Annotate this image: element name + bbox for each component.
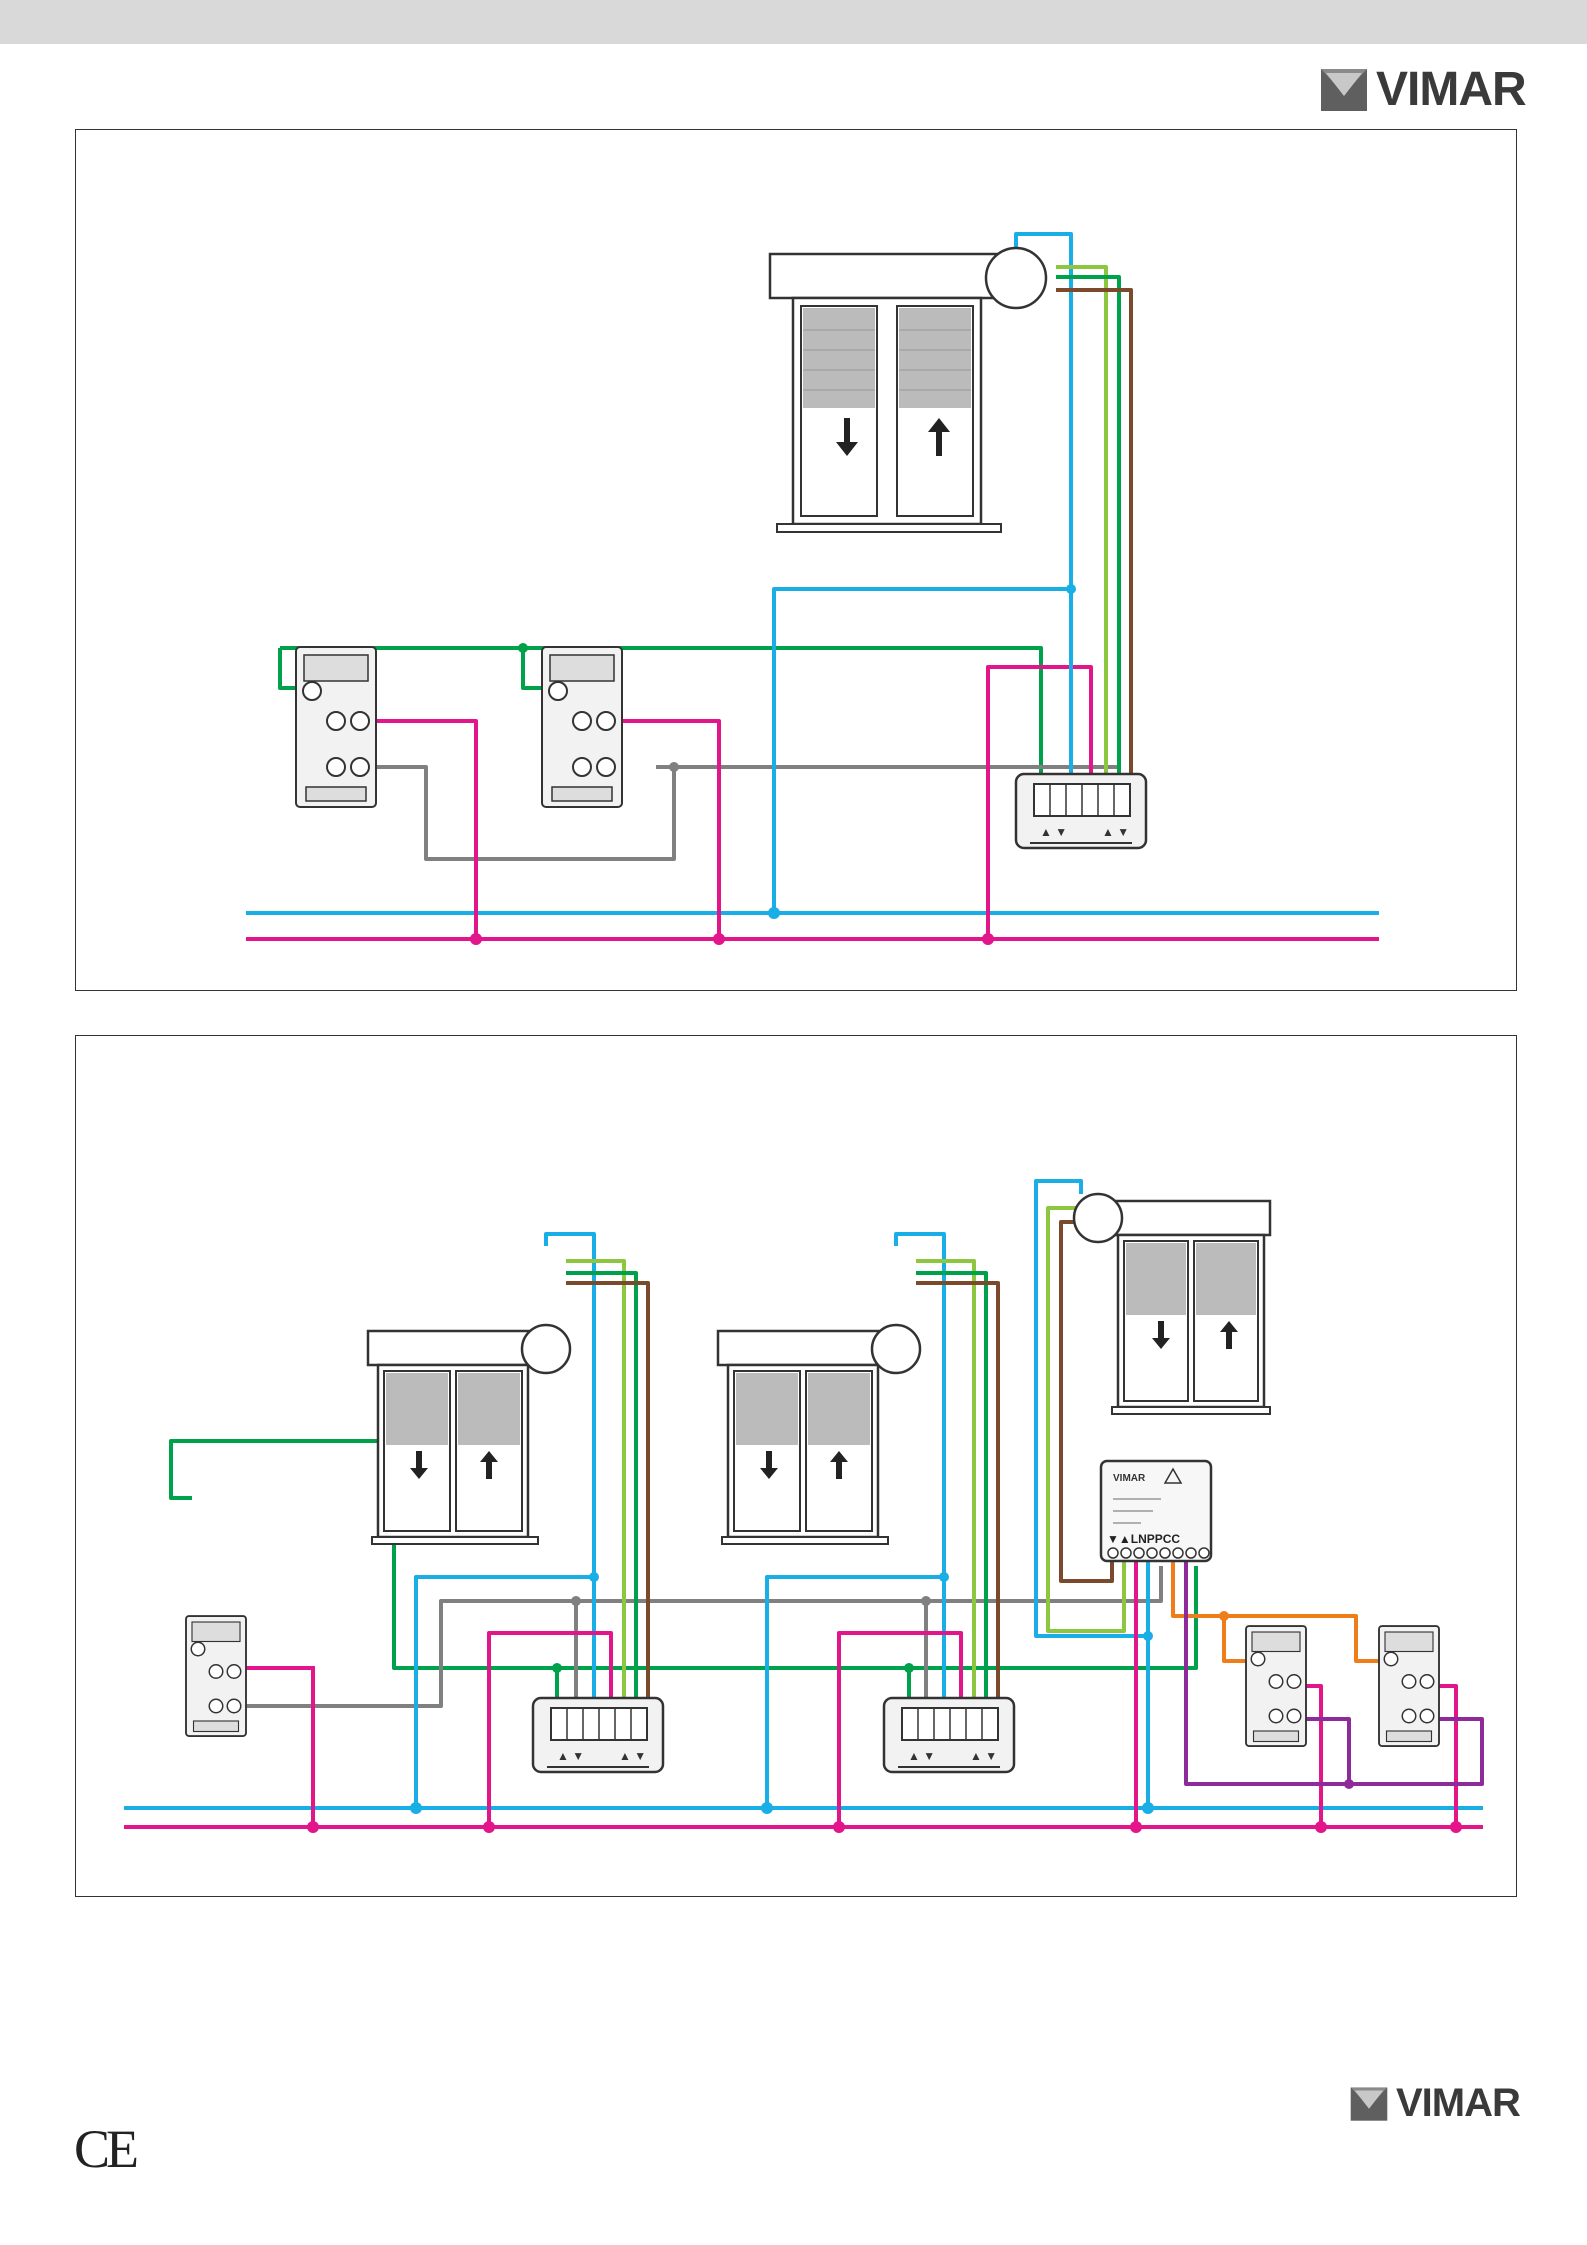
switch-1	[296, 647, 376, 807]
svg-text:▲ ▼: ▲ ▼	[619, 1749, 646, 1763]
ce-mark: CE	[74, 2118, 135, 2180]
svg-text:▲ ▼: ▲ ▼	[970, 1749, 997, 1763]
vimar-logo-top: VIMAR	[1320, 62, 1526, 117]
shutter-actuator-3: ▲ ▼ ▲ ▼	[884, 1698, 1014, 1772]
switch-3	[186, 1616, 246, 1736]
shutter-window	[770, 248, 1046, 532]
shutter-window-4	[1074, 1194, 1270, 1414]
switch-2	[542, 647, 622, 807]
svg-text:▲ ▼: ▲ ▼	[908, 1749, 935, 1763]
wire-grey-control	[376, 767, 1121, 859]
switch-4	[1246, 1626, 1306, 1746]
shutter-actuator: ▲ ▼ ▲ ▼	[1016, 774, 1146, 848]
motor-icon	[1074, 1194, 1122, 1242]
wiring-panel-single-shutter: ▲ ▼ ▲ ▼	[75, 129, 1517, 991]
motor-icon	[986, 248, 1046, 308]
brand-name: VIMAR	[1376, 62, 1526, 117]
motor-icon	[872, 1325, 920, 1373]
svg-text:▲ ▼: ▲ ▼	[1040, 825, 1067, 839]
vimar-logo-icon	[1320, 68, 1368, 112]
vimar-logo-icon	[1350, 2086, 1388, 2122]
shutter-actuator-2: ▲ ▼ ▲ ▼	[533, 1698, 663, 1772]
svg-text:▲ ▼: ▲ ▼	[1102, 825, 1129, 839]
brand-name-bottom: VIMAR	[1396, 2081, 1520, 2126]
wire-green-common	[280, 648, 1041, 784]
shutter-window-2	[368, 1325, 570, 1544]
top-bar	[0, 0, 1587, 44]
wiring-panel-three-shutters: ▲ ▼ ▲ ▼ ▲ ▼ ▲ ▼ VIMAR ▼▲LNPPCC	[75, 1035, 1517, 1897]
radio-module: VIMAR ▼▲LNPPCC	[1101, 1461, 1211, 1561]
wiring-diagram-2: ▲ ▼ ▲ ▼ ▲ ▼ ▲ ▼ VIMAR ▼▲LNPPCC	[76, 1036, 1516, 1896]
switch-5	[1379, 1626, 1439, 1746]
shutter-window-3	[718, 1325, 920, 1544]
wiring-diagram-1: ▲ ▼ ▲ ▼	[76, 130, 1516, 990]
vimar-logo-bottom: VIMAR	[1350, 2081, 1520, 2126]
module-terminal-label: ▼▲LNPPCC	[1107, 1532, 1180, 1546]
svg-text:▲ ▼: ▲ ▼	[557, 1749, 584, 1763]
motor-icon	[522, 1325, 570, 1373]
module-brand: VIMAR	[1113, 1473, 1146, 1484]
